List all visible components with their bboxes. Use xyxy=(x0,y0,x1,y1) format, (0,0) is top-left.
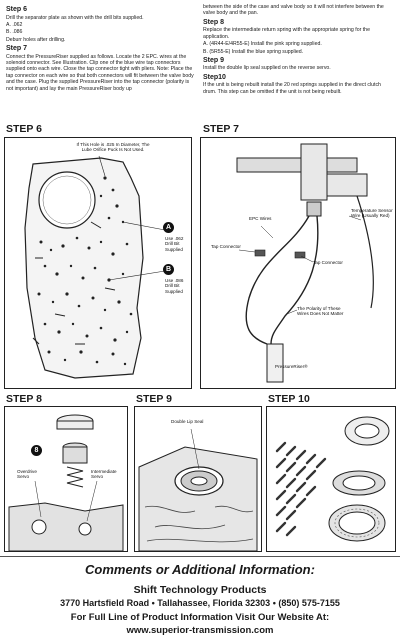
step9-text: Install the double lip seal supplied on … xyxy=(203,65,331,72)
pressureriser-wiring-illustration xyxy=(236,143,374,383)
step8-figure-panel: 8 Overdrive Servo Intermediate Servo xyxy=(4,406,128,552)
tap-connector-left-label: Tap Connector xyxy=(211,244,241,249)
step9-heading: Step 9 xyxy=(203,56,225,64)
step6-option-b: B. .086 xyxy=(6,29,23,36)
step6-figure-panel: If This Hole is .025 In Diameter, The Lu… xyxy=(4,137,192,389)
footer-divider xyxy=(0,556,400,557)
label-b-drill-086: Use .086 Drill Bit Supplied xyxy=(165,278,184,294)
overdrive-servo-label: Overdrive Servo xyxy=(17,469,37,480)
temperature-sensor-label: Temperature Sensor Wire (Usually Red) xyxy=(351,208,393,219)
step6-option-a: A. .062 xyxy=(6,21,23,28)
step7-figure-panel: EPC Wires Temperature Sensor Wire (Usual… xyxy=(200,137,396,389)
company-address: 3770 Hartsfield Road • Tallahassee, Flor… xyxy=(60,598,340,608)
step10-text: If the unit is being rebuilt install the… xyxy=(203,82,381,95)
step6-text: Drill the separator plate as shown with … xyxy=(6,14,144,21)
step8-heading: Step 8 xyxy=(203,18,225,26)
step6-heading: Step 6 xyxy=(6,6,28,13)
servo-springs-illustration xyxy=(8,414,124,552)
step8-option-a: A. (4R44-E/4R55-E) Install the pink spri… xyxy=(203,41,322,48)
step7-heading: Step 7 xyxy=(6,45,28,53)
step8-figure-title: STEP 8 xyxy=(6,393,42,405)
step7-figure-title: STEP 7 xyxy=(203,123,239,135)
label-a-drill-062: Use .062 Drill Bit Supplied xyxy=(165,236,184,252)
step8-option-b: B. (5R55-E) Install the blue spring supp… xyxy=(203,48,304,55)
epc-wires-label: EPC Wires xyxy=(249,216,272,221)
step10-figure-title: STEP 10 xyxy=(268,393,310,405)
comments-heading: Comments or Additional Information: xyxy=(85,562,315,577)
step7-continued-text: between the side of the case and valve b… xyxy=(203,4,384,17)
reverse-servo-illustration xyxy=(138,428,258,552)
step7-text: Connect the PressureRiser supplied as fo… xyxy=(6,53,194,92)
step6-note: Deburr holes after drilling. xyxy=(6,36,66,43)
step6-figure-title: STEP 6 xyxy=(6,123,42,135)
clutch-springs-illustration xyxy=(275,416,390,542)
double-lip-seal-label: Double Lip Seal xyxy=(171,419,204,424)
company-name: Shift Technology Products xyxy=(133,584,267,596)
instructions-right-column: between the side of the case and valve b… xyxy=(203,4,395,96)
visit-website-note: For Full Line of Product Information Vis… xyxy=(70,612,330,623)
pressureriser-label: PressureRiser® xyxy=(275,364,308,369)
intermediate-servo-label: Intermediate Servo xyxy=(91,469,117,480)
polarity-note-label: The Polarity of These Wires Does Not Mat… xyxy=(297,306,344,317)
callout-b: B xyxy=(163,264,174,275)
step9-figure-title: STEP 9 xyxy=(136,393,172,405)
callout-8: 8 xyxy=(31,445,42,456)
lube-orifice-note: If This Hole is .025 In Diameter, The Lu… xyxy=(76,142,150,153)
instructions-left-column: Step 6 Drill the separator plate as show… xyxy=(6,4,194,93)
step10-heading: Step10 xyxy=(203,73,226,81)
step8-text: Replace the intermediate return spring w… xyxy=(203,27,370,40)
website-url[interactable]: www.superior-transmission.com xyxy=(126,625,274,636)
separator-plate-illustration xyxy=(24,155,166,379)
callout-a: A xyxy=(163,222,174,233)
tap-connector-right-label: Tap Connector xyxy=(313,260,343,265)
step9-figure-panel: Double Lip Seal xyxy=(134,406,262,552)
step10-figure-panel xyxy=(266,406,396,552)
